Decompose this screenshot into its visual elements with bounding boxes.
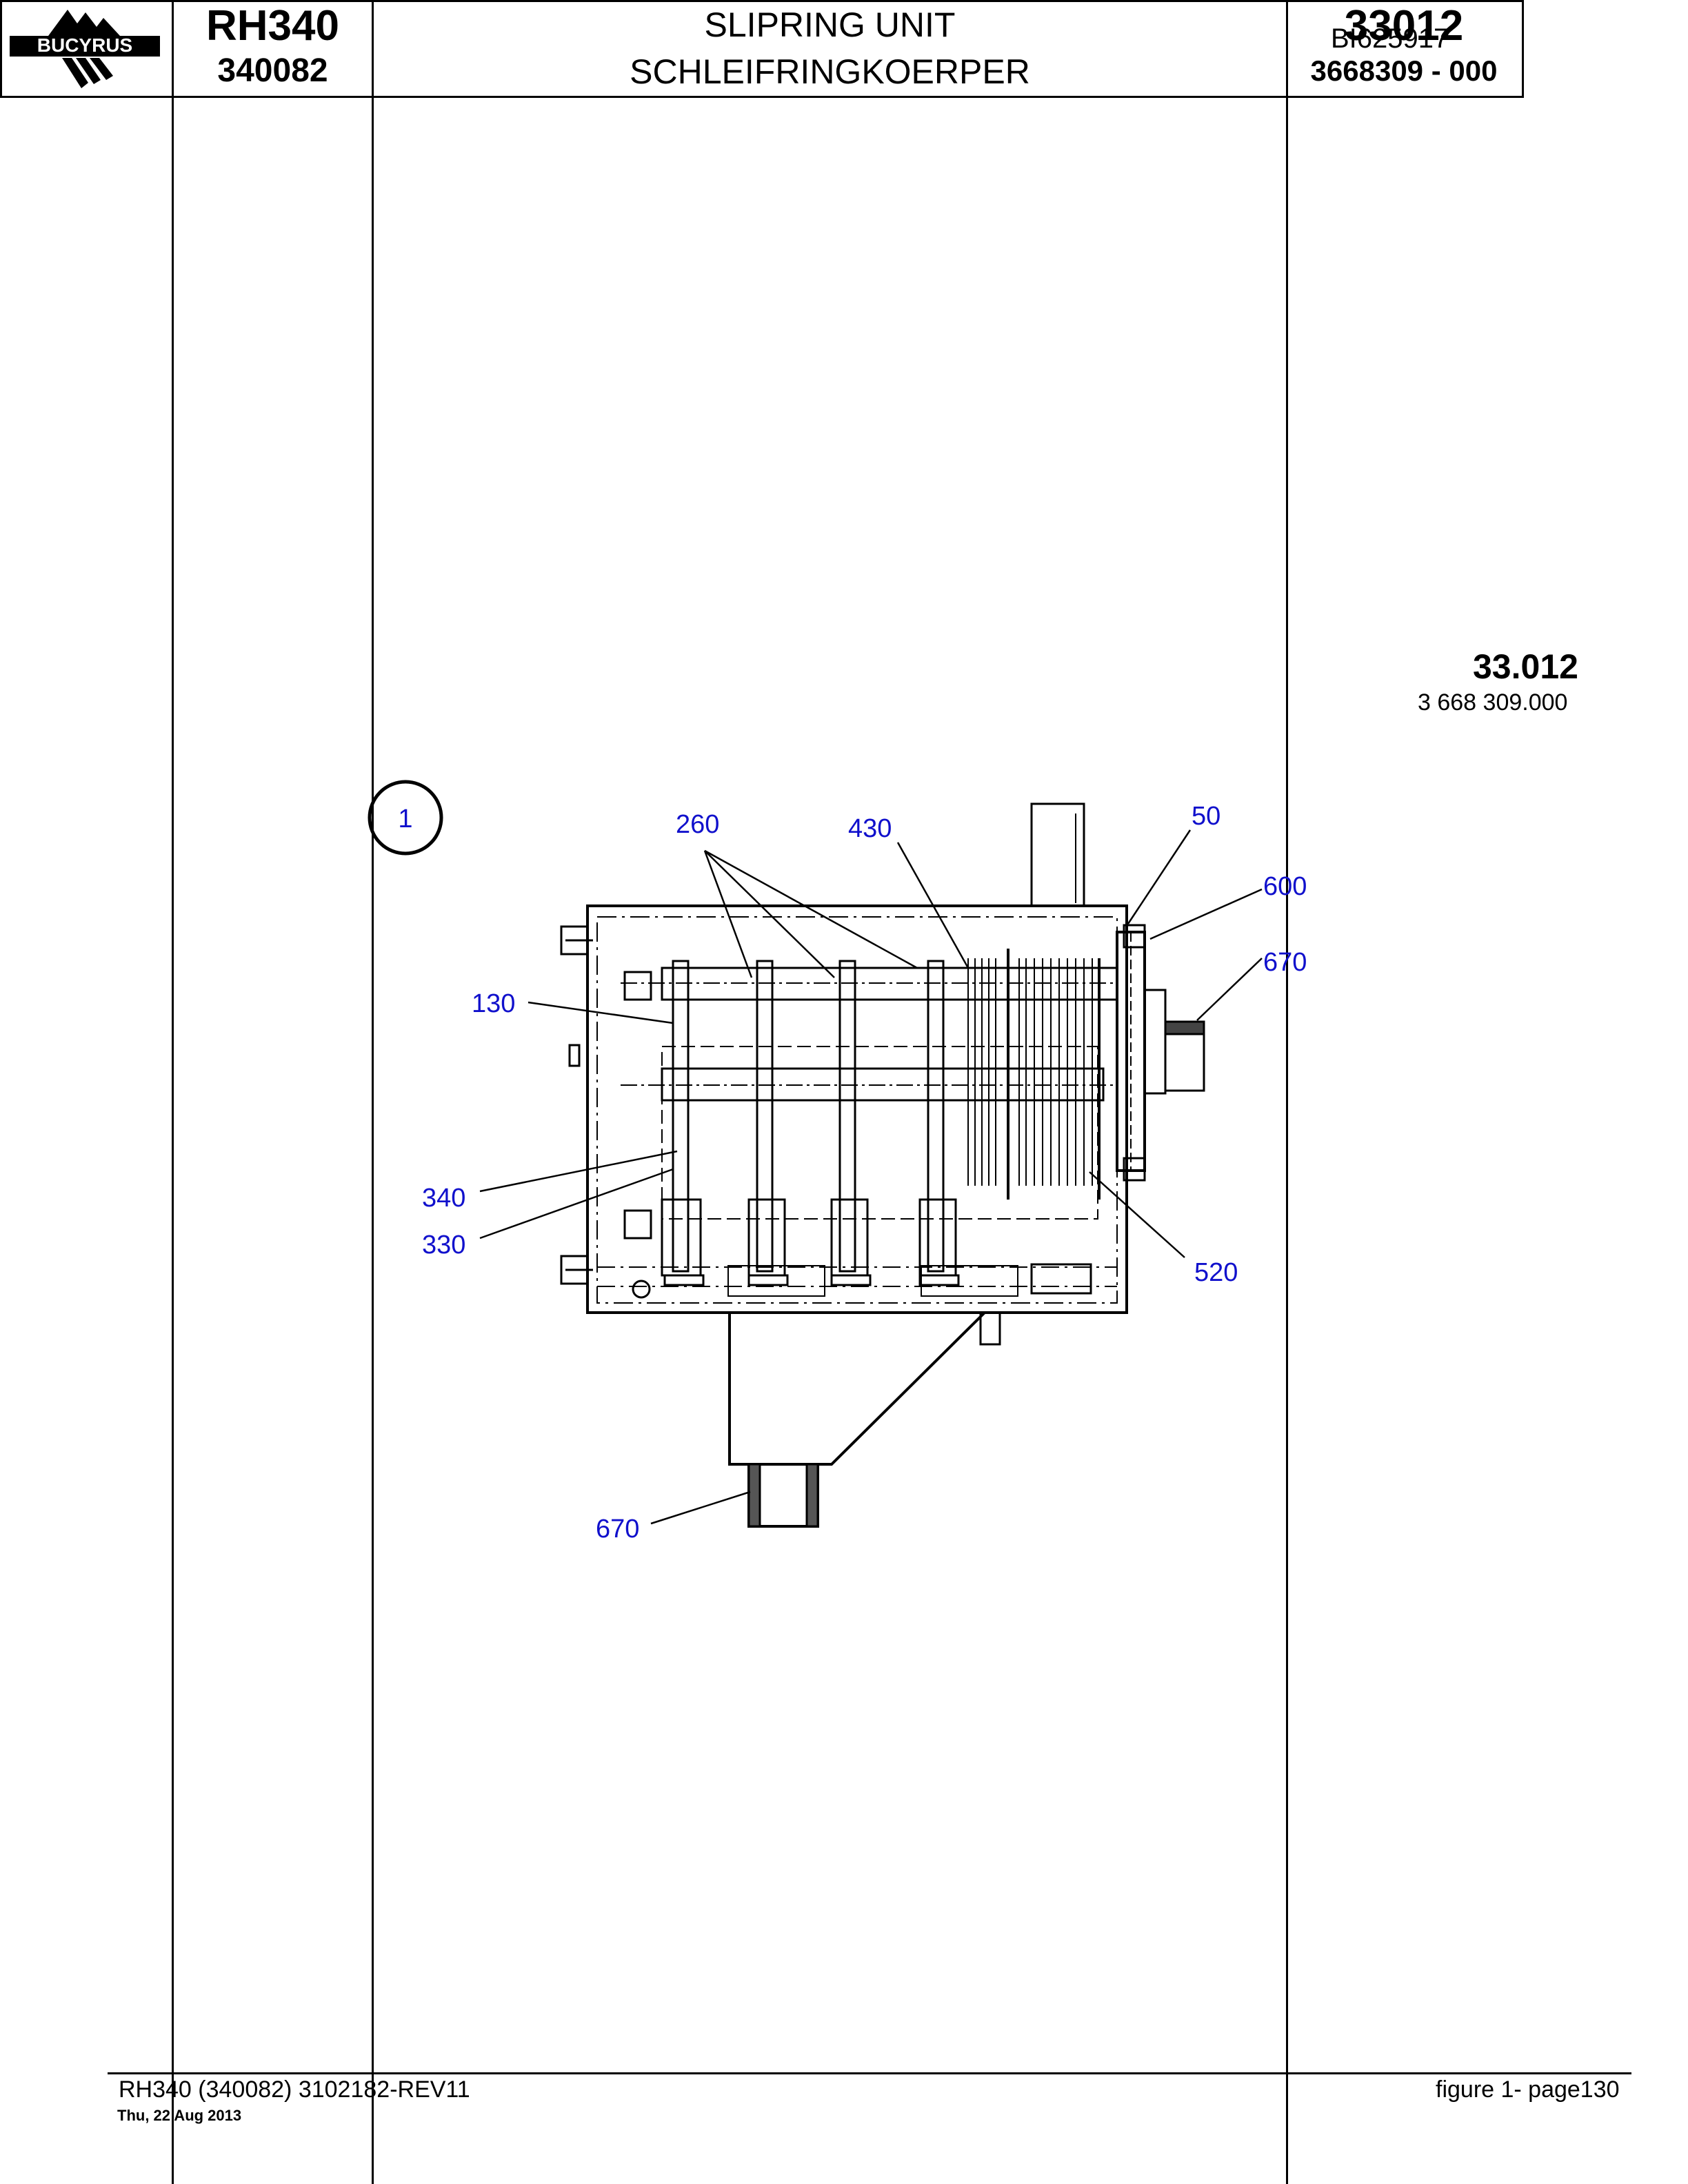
leader-lines (479, 829, 1263, 1525)
callout-130: 130 (472, 989, 515, 1018)
header-table: BUCYRUS RH340 340082 SLIPRING UNIT SCHLE… (0, 0, 1524, 2184)
title-english: SLIPRING UNIT (704, 6, 956, 44)
footer-date: Thu, 22 Aug 2013 (117, 2107, 242, 2124)
section-part-number: 3 668 309.000 (1418, 689, 1568, 716)
drawing-linework (368, 780, 1205, 1528)
part-code: 3668309 - 000 (1310, 54, 1498, 87)
logo-cell: BUCYRUS (0, 0, 174, 2184)
callout-430: 430 (848, 814, 892, 843)
section-number: 33.012 (1473, 647, 1578, 686)
document-id: BI625917 (1331, 23, 1449, 54)
title-cell: SLIPRING UNIT SCHLEIFRINGKOERPER (374, 0, 1288, 2184)
serial-number: 340082 (217, 52, 328, 89)
model-cell: RH340 340082 (174, 0, 374, 2184)
callout-670-right: 670 (1263, 948, 1307, 977)
model-name: RH340 (206, 2, 339, 50)
code-cell: 33012 3668309 - 000 (1288, 0, 1520, 2184)
title-german: SCHLEIFRINGKOERPER (630, 52, 1030, 91)
callout-520: 520 (1194, 1258, 1238, 1287)
item-marker-label: 1 (398, 805, 412, 833)
callout-330: 330 (422, 1231, 465, 1260)
callout-50: 50 (1192, 802, 1220, 831)
callout-260: 260 (676, 810, 719, 839)
callout-340: 340 (422, 1184, 465, 1213)
footer-page-ref: figure 1- page130 (1436, 2076, 1620, 2103)
bucyrus-logo: BUCYRUS (10, 10, 160, 88)
callout-670-bottom: 670 (596, 1515, 639, 1544)
footer-document-ref: RH340 (340082) 3102182-REV11 (119, 2076, 470, 2103)
group-code: 33012 (1344, 2, 1464, 50)
item-marker-circle (368, 780, 443, 856)
housing-outline (586, 904, 1128, 1314)
callout-600: 600 (1263, 872, 1307, 901)
footer-rule (108, 2072, 1631, 2074)
logo-wordmark: BUCYRUS (37, 34, 132, 56)
